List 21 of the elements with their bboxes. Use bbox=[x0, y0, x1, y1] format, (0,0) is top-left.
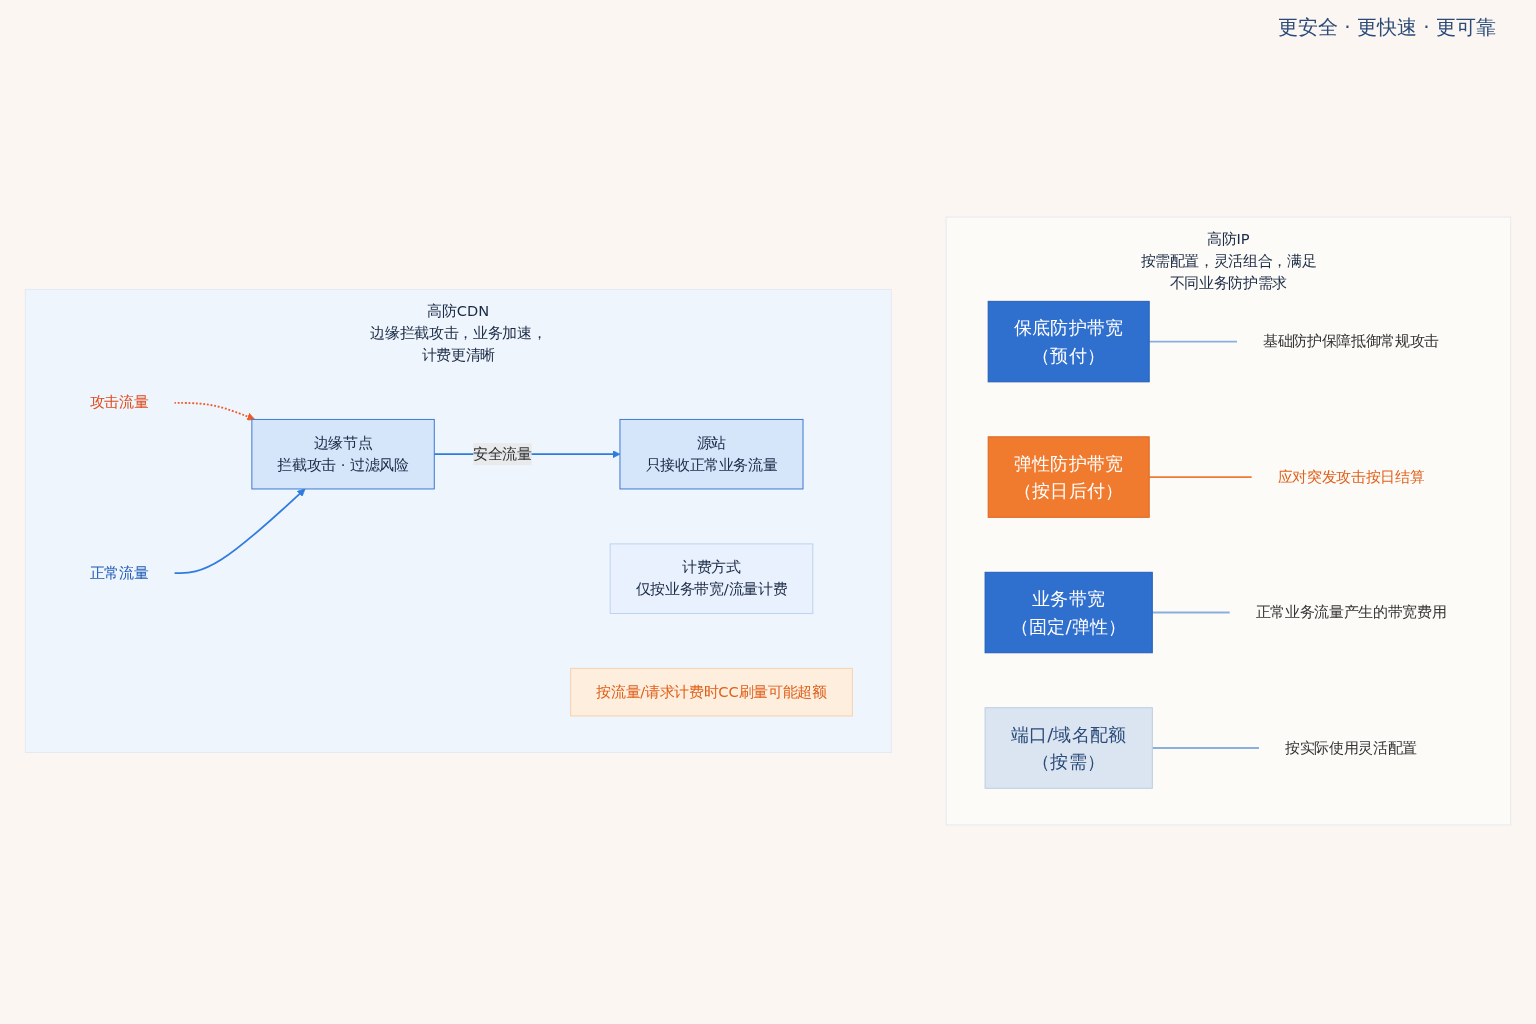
node-box: 边缘节点 拦截攻击 · 过滤风险 bbox=[251, 418, 435, 490]
node-box: 业务带宽 （固定/弹性） bbox=[984, 571, 1153, 654]
tagline: 更安全 · 更快速 · 更可靠 bbox=[1277, 14, 1496, 41]
node-text: 正常业务流量产生的带宽费用 bbox=[1255, 603, 1447, 621]
node-box: 弹性防护带宽 （按日后付） bbox=[987, 436, 1150, 518]
node-box: 计费方式 仅按业务带宽/流量计费 bbox=[609, 543, 814, 614]
node-box: 保底防护带宽 （预付） bbox=[987, 300, 1150, 383]
node-box: 源站 只接收正常业务流量 bbox=[619, 418, 804, 490]
node-box: 端口/域名配额 （按需） bbox=[984, 707, 1153, 789]
node-text: 攻击流量 bbox=[89, 393, 149, 412]
edge-label: 安全流量 bbox=[473, 445, 532, 463]
connector bbox=[1148, 476, 1253, 478]
node-text: 正常流量 bbox=[89, 564, 149, 582]
arrow bbox=[173, 488, 306, 575]
node-box: 按流量/请求计费时CC刷量可能超额 bbox=[570, 667, 853, 717]
connector bbox=[1151, 747, 1261, 749]
node-text: 按实际使用灵活配置 bbox=[1285, 738, 1417, 757]
connector bbox=[1148, 340, 1239, 343]
connector bbox=[1151, 611, 1232, 614]
node-text: 基础防护保障抵御常规攻击 bbox=[1263, 332, 1439, 350]
node-text: 应对突发攻击按日结算 bbox=[1277, 467, 1425, 486]
